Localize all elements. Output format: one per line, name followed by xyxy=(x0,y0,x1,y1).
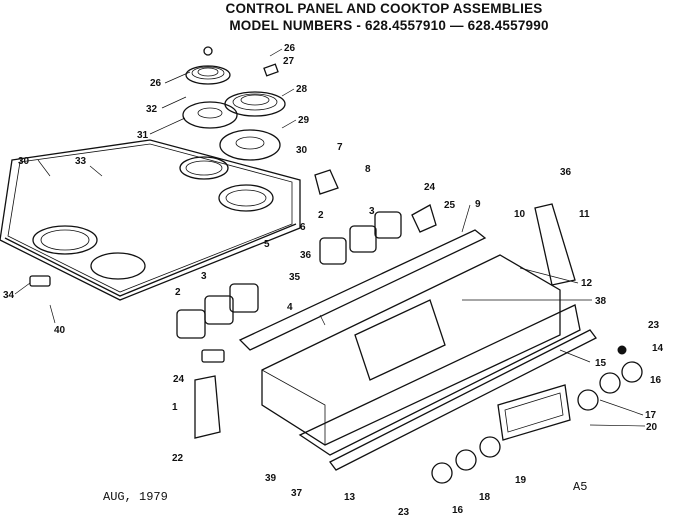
callout-34: 34 xyxy=(3,290,15,301)
callout-16a: 16 xyxy=(650,375,662,386)
diagram-title: CONTROL PANEL AND COOKTOP ASSEMBLIES xyxy=(225,1,543,16)
callout-10: 10 xyxy=(514,209,526,220)
callout-39: 39 xyxy=(265,473,277,484)
callout-5: 5 xyxy=(264,239,270,250)
callout-4: 4 xyxy=(287,302,293,313)
callout-24a: 24 xyxy=(424,182,436,193)
callout-11: 11 xyxy=(579,209,590,220)
callout-20: 20 xyxy=(646,422,658,433)
callout-22: 22 xyxy=(172,453,184,464)
callout-14: 14 xyxy=(652,343,664,354)
callout-30a: 30 xyxy=(18,156,30,167)
surface-elements xyxy=(182,46,286,161)
callout-37: 37 xyxy=(291,488,303,499)
callout-33: 33 xyxy=(75,156,87,167)
callout-25: 25 xyxy=(444,200,456,211)
callout-3b: 3 xyxy=(201,271,207,282)
callout-36b: 36 xyxy=(300,250,312,261)
callout-8: 8 xyxy=(365,164,371,175)
callout-6: 6 xyxy=(300,222,306,233)
callout-19: 19 xyxy=(515,475,527,486)
callout-13: 13 xyxy=(344,492,356,503)
side-trims xyxy=(194,203,576,439)
callout-1: 1 xyxy=(172,402,178,413)
callout-3a: 3 xyxy=(369,206,375,217)
callout-24b: 24 xyxy=(173,374,185,385)
callout-2b: 2 xyxy=(175,287,181,298)
callout-36a: 36 xyxy=(560,167,572,178)
leader-lines xyxy=(14,48,646,427)
callout-9: 9 xyxy=(475,199,481,210)
callout-31: 31 xyxy=(137,130,149,141)
callout-35: 35 xyxy=(289,272,301,283)
callout-2a: 2 xyxy=(318,210,324,221)
infinite-switches xyxy=(29,169,437,363)
cooktop-top xyxy=(0,139,301,301)
callout-30b: 30 xyxy=(296,145,308,156)
callout-23b: 23 xyxy=(398,507,410,516)
callout-17: 17 xyxy=(645,410,657,421)
callout-28: 28 xyxy=(296,84,308,95)
callout-27: 27 xyxy=(283,56,295,67)
callout-15: 15 xyxy=(595,358,607,369)
callout-40: 40 xyxy=(54,325,66,336)
callout-38: 38 xyxy=(595,296,607,307)
callouts: 26 26 27 32 28 31 29 30 30 33 7 8 36 24 … xyxy=(3,43,664,516)
control-panel xyxy=(238,229,597,471)
callout-18: 18 xyxy=(479,492,491,503)
diagram-date: AUG, 1979 xyxy=(103,490,168,504)
control-knobs xyxy=(431,345,643,484)
callout-26b: 26 xyxy=(284,43,296,54)
callout-23a: 23 xyxy=(648,320,660,331)
callout-29: 29 xyxy=(298,115,310,126)
callout-32: 32 xyxy=(146,104,158,115)
page-code: A5 xyxy=(573,480,588,494)
diagram-subtitle: MODEL NUMBERS - 628.4557910 — 628.455799… xyxy=(229,18,549,33)
callout-7: 7 xyxy=(337,142,343,153)
callout-16b: 16 xyxy=(452,505,464,516)
callout-26a: 26 xyxy=(150,78,162,89)
callout-12: 12 xyxy=(581,278,593,289)
